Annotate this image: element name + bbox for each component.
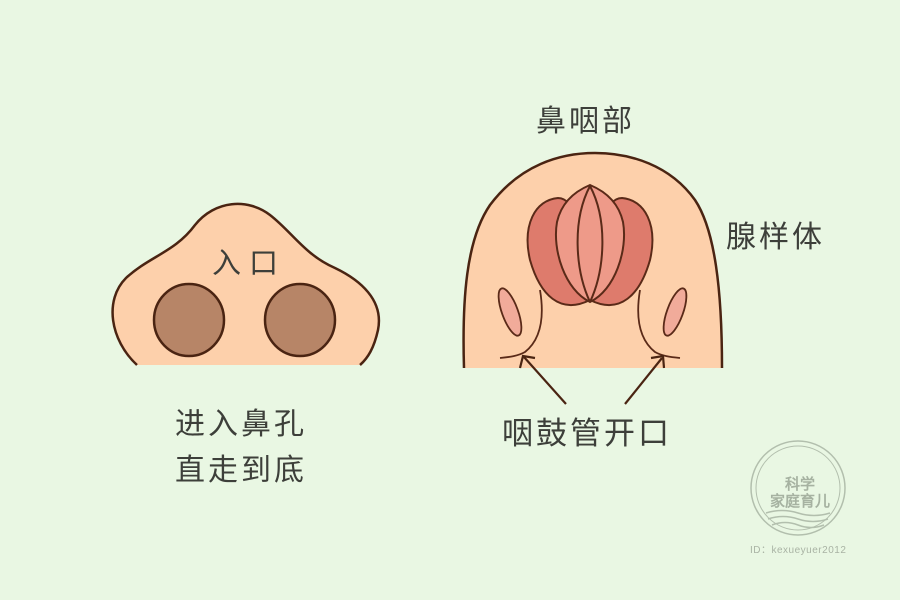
instruction-line-1: 进入鼻孔 (175, 407, 307, 442)
arrow-icon-left (518, 354, 567, 405)
watermark-logo-text: 科学 家庭育儿 (760, 476, 840, 510)
watermark-line-1: 科学 (784, 475, 815, 493)
arrow-icon-right (624, 354, 666, 405)
nose-illustration (111, 202, 381, 366)
instruction-text: 进入鼻孔 直走到底 (175, 402, 307, 494)
adenoid-label: 腺样体 (726, 220, 825, 255)
nasopharynx-title: 鼻咽部 (536, 104, 635, 139)
watermark-line-2: 家庭育儿 (769, 492, 830, 510)
eustachian-tube-label: 咽鼓管开口 (502, 416, 672, 452)
left-nostril (152, 282, 226, 358)
nasopharynx-illustration (462, 151, 724, 369)
entry-label: 入口 (212, 246, 287, 280)
watermark-logo (750, 440, 846, 536)
watermark-id: ID：kexueyuer2012 (750, 545, 847, 556)
instruction-line-2: 直走到底 (175, 453, 307, 488)
right-nostril (263, 282, 337, 358)
